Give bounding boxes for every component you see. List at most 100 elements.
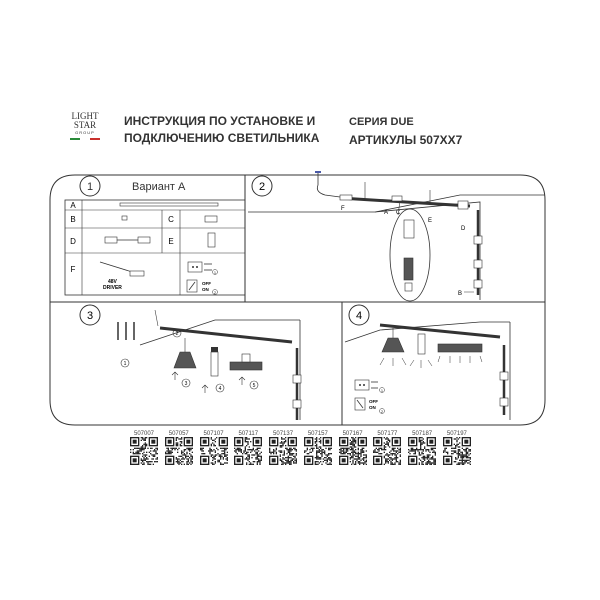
step-number-small: 4 [219, 386, 222, 392]
row-letter-f: F [71, 265, 76, 274]
callout-endcap [404, 282, 413, 292]
driver-icon [99, 261, 145, 277]
panel-4-assembled: 4 1 OFF ON 2 [344, 304, 511, 420]
end-cap-icon [207, 232, 216, 248]
linear-lamp-icon [437, 343, 483, 353]
title-line1: ИНСТРУКЦИЯ ПО УСТАНОВКЕ И [124, 114, 316, 128]
qr-code-icon [303, 437, 332, 465]
driver-label: DRIVER [103, 285, 122, 291]
qr-code-icon [234, 437, 263, 465]
series-name: DUE [390, 116, 414, 128]
track-rail-icon [119, 202, 219, 207]
parts-table-frame [64, 199, 246, 296]
panel-3-luminaires: 3 1 2 3 4 5 [79, 304, 302, 420]
detail-callout [389, 208, 431, 302]
spot-lamp-icon [417, 333, 426, 355]
feed-connector [339, 194, 353, 201]
wall-connector [473, 259, 483, 269]
qr-code-icon [442, 437, 471, 465]
switch-off-label: OFF [369, 399, 378, 404]
qr-code-icon [338, 437, 367, 465]
connector-icon [121, 215, 128, 221]
step-number-small: 5 [253, 383, 256, 389]
row-letter-a: A [70, 201, 76, 210]
switch-step-1: 1 [214, 271, 216, 275]
page-title: ИНСТРУКЦИЯ ПО УСТАНОВКЕ И ПОДКЛЮЧЕНИЮ СВ… [124, 113, 319, 147]
wall-connector [292, 399, 302, 409]
step-number-small: 3 [185, 381, 188, 387]
switch-on-label: ON [369, 405, 376, 410]
label-d: D [461, 226, 466, 232]
logo-line2: STAR [73, 120, 97, 130]
linear-connector-icon [104, 236, 151, 244]
wall-switch-icon [186, 279, 218, 295]
step-number-4: 4 [356, 310, 362, 322]
step-number-2: 2 [259, 181, 265, 193]
qr-code-item[interactable]: 507007 [128, 431, 160, 465]
callout-leader [397, 200, 401, 216]
qr-code-icon [373, 437, 402, 465]
wall-connector [499, 371, 509, 381]
spot-adapter [211, 347, 218, 352]
spot-lamp-icon [210, 351, 219, 377]
qr-code-item[interactable]: 507057 [163, 431, 195, 465]
suspension-wire [154, 309, 159, 327]
qr-code-item[interactable]: 507197 [441, 431, 473, 465]
ceiling-edge [139, 319, 300, 346]
wall-connector [499, 397, 509, 407]
qr-code-item[interactable]: 507177 [371, 431, 403, 465]
qr-code-icon [269, 437, 298, 465]
step-circle-small [215, 383, 225, 393]
driver-voltage: 48V [108, 279, 118, 285]
power-connect-icon [354, 379, 385, 393]
callout-part [403, 219, 415, 239]
wall-connector [292, 374, 302, 384]
switch-step-2: 2 [381, 410, 383, 414]
qr-code-item[interactable]: 507157 [302, 431, 334, 465]
brand-logo: LIGHT STAR GROUP [65, 112, 105, 140]
series-line: СЕРИЯ DUE [349, 113, 462, 131]
qr-code-label: 507007 [133, 431, 155, 437]
logo-line1: LIGHT [71, 111, 99, 121]
series-prefix: СЕРИЯ [349, 116, 388, 128]
wall-connector [473, 279, 483, 289]
switch-on-label: ON [202, 287, 209, 292]
switch-off-label: OFF [202, 281, 211, 286]
qr-code-item[interactable]: 507187 [406, 431, 438, 465]
step-circle-small [181, 378, 191, 388]
qr-code-item[interactable]: 507107 [198, 431, 230, 465]
connect-step-1: 1 [381, 389, 383, 393]
qr-code-item[interactable]: 507117 [232, 431, 264, 465]
linear-lamp-icon [229, 361, 263, 371]
label-b: B [458, 291, 462, 297]
qr-code-row: 507007 507057 507107 507117 507137 507157 5071… [128, 431, 473, 465]
light-rays-icon [437, 355, 483, 363]
row-letter-e: E [168, 237, 173, 246]
step-circle-small [172, 328, 182, 338]
step-circle-4 [348, 304, 370, 326]
switch-step-2: 2 [214, 291, 216, 295]
series-info: СЕРИЯ DUE АРТИКУЛЫ 507XX7 [349, 113, 462, 149]
variant-label: Вариант А [132, 181, 186, 193]
step-circle-1 [79, 175, 101, 197]
qr-code-label: 507157 [307, 431, 328, 437]
arrow-up-icon [238, 376, 246, 385]
qr-code-label: 507107 [203, 431, 224, 437]
qr-code-icon [408, 437, 437, 465]
track-rail [159, 326, 293, 344]
qr-code-label: 507187 [412, 431, 433, 437]
step-number-1: 1 [87, 181, 93, 193]
qr-code-label: 507177 [377, 431, 398, 437]
row-letter-d: D [70, 237, 76, 246]
callout-coupler [403, 257, 414, 281]
title-line2: ПОДКЛЮЧЕНИЮ СВЕТИЛЬНИКА [124, 131, 320, 145]
ceiling-edge [344, 321, 510, 343]
qr-code-label: 507197 [446, 431, 467, 437]
qr-code-item[interactable]: 507137 [267, 431, 299, 465]
joint-connector [391, 195, 403, 202]
linear-adapter [241, 353, 251, 363]
qr-code-item[interactable]: 507167 [337, 431, 369, 465]
panel-1-parts: 1 Вариант А A B C D E F [64, 175, 246, 296]
qr-code-label: 507117 [238, 431, 259, 437]
row-letter-b: B [70, 215, 75, 224]
